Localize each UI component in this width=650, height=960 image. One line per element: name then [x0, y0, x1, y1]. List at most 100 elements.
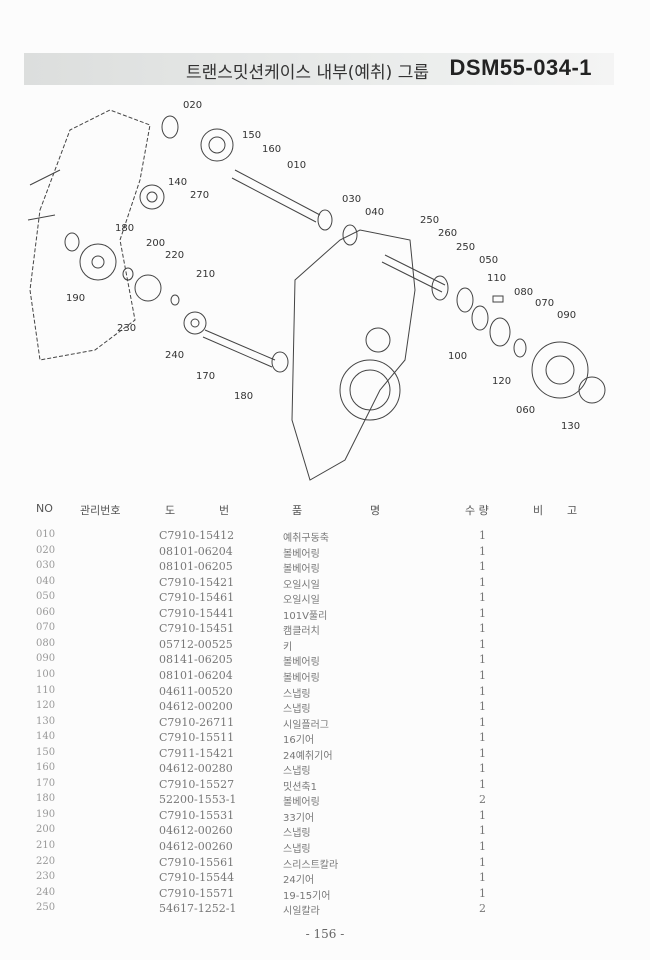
part-number: 04612-00260 — [159, 840, 233, 853]
exploded-parts-diagram: 020 150 160 010 140 270 180 200 220 210 … — [27, 100, 606, 481]
callout: 250 — [420, 215, 439, 226]
callout: 200 — [146, 238, 165, 249]
callout: 240 — [165, 350, 184, 361]
part-name: 33기어 — [283, 812, 315, 824]
part-name: 24예취기어 — [283, 750, 333, 762]
callout: 060 — [516, 405, 535, 416]
part-number: C7911-15421 — [159, 746, 235, 760]
callout: 250 — [456, 242, 475, 253]
part-number: C7910-26711 — [159, 715, 235, 729]
callout: 030 — [342, 194, 361, 205]
part-number: 04612-00280 — [159, 762, 233, 776]
part-name: 스냅링 — [283, 766, 311, 778]
item-no: 170 — [36, 777, 56, 789]
callout: 110 — [487, 273, 506, 284]
callout: 120 — [492, 376, 511, 387]
callout: 170 — [196, 371, 215, 382]
part-name: 시일칼라 — [283, 906, 320, 918]
part-number: 54617-1252-1 — [159, 902, 237, 916]
part-number: C7910-15412 — [159, 529, 235, 542]
part-name: 스냅링 — [283, 828, 311, 840]
item-no: 040 — [36, 575, 56, 587]
quantity: 1 — [479, 886, 486, 900]
quantity: 1 — [479, 606, 486, 620]
quantity: 1 — [479, 529, 486, 542]
quantity: 1 — [479, 840, 486, 853]
title-bar: 트랜스밋션케이스 내부(예취) 그룹 DSM55-034-1 — [24, 53, 614, 85]
header-note-a: 비 — [533, 504, 544, 517]
part-number: C7910-15451 — [159, 622, 235, 636]
part-number: C7910-15544 — [159, 871, 235, 885]
header-name-b: 명 — [370, 504, 381, 517]
quantity: 1 — [479, 762, 486, 776]
part-name: 볼베어링 — [283, 672, 320, 684]
part-name: 101V풀리 — [283, 610, 328, 622]
callout: 020 — [183, 100, 202, 111]
callout: 100 — [448, 351, 467, 362]
table-row: 210 04612-00260 스냅링 1 — [0, 840, 650, 856]
part-name: 24기어 — [283, 875, 315, 887]
quantity: 1 — [479, 591, 486, 605]
part-number: 05712-00525 — [159, 637, 233, 651]
item-no: 090 — [36, 653, 56, 665]
header-part-no-b: 번 — [219, 504, 230, 517]
part-name: 밋션축1 — [283, 781, 317, 793]
part-number: C7910-15527 — [159, 777, 235, 791]
item-no: 220 — [36, 855, 56, 867]
header-mgmt-no: 관리번호 — [80, 504, 121, 517]
quantity: 1 — [479, 731, 486, 745]
quantity: 1 — [479, 700, 486, 714]
callout: 090 — [557, 310, 576, 321]
callout: 260 — [438, 228, 457, 239]
callout: 150 — [242, 130, 261, 141]
callout: 230 — [117, 323, 136, 334]
part-number: C7910-15461 — [159, 591, 235, 605]
table-row: 040 C7910-15421 오일시일 1 — [0, 576, 650, 592]
part-number: C7910-15561 — [159, 855, 235, 869]
callout-labels: 020 150 160 010 140 270 180 200 220 210 … — [66, 100, 580, 432]
quantity: 1 — [479, 653, 486, 667]
part-name: 오일시일 — [283, 579, 320, 591]
header-note-b: 고 — [567, 504, 578, 517]
item-no: 130 — [36, 715, 56, 727]
part-name: 오일시일 — [283, 595, 320, 607]
quantity: 1 — [479, 575, 486, 589]
part-number: C7910-15531 — [159, 808, 235, 822]
quantity: 1 — [479, 668, 486, 682]
quantity: 2 — [479, 793, 486, 807]
item-no: 250 — [36, 902, 56, 914]
part-name: 스냅링 — [283, 844, 311, 855]
part-number: C7910-15571 — [159, 886, 235, 900]
callout: 080 — [514, 287, 533, 298]
page-number: - 156 - — [305, 927, 345, 941]
part-number: C7910-15421 — [159, 575, 235, 589]
callout: 130 — [561, 421, 580, 432]
quantity: 1 — [479, 777, 486, 791]
quantity: 1 — [479, 560, 486, 574]
part-name: 시일플러그 — [283, 719, 329, 731]
part-number: 08101-06204 — [159, 668, 233, 682]
item-no: 030 — [36, 560, 56, 572]
item-no: 210 — [36, 840, 56, 851]
item-no: 100 — [36, 668, 56, 680]
quantity: 1 — [479, 637, 486, 651]
quantity: 1 — [479, 622, 486, 636]
part-name: 키 — [283, 641, 293, 653]
part-name: 볼베어링 — [283, 564, 320, 576]
part-name: 볼베어링 — [283, 548, 320, 560]
item-no: 070 — [36, 622, 56, 634]
